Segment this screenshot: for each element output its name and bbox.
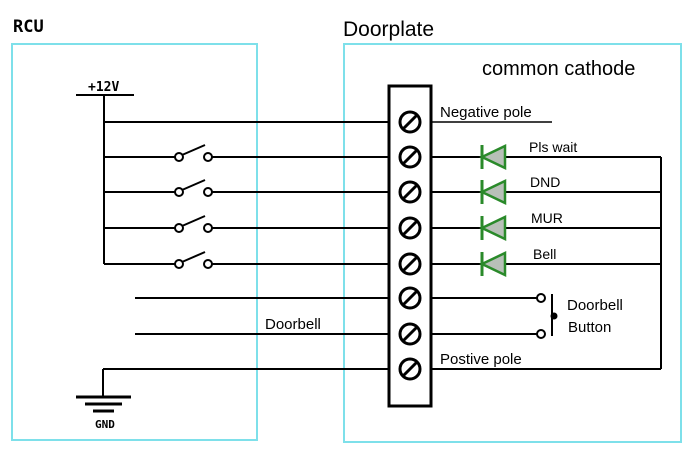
led-mur-icon	[479, 215, 507, 241]
led-bell-icon	[479, 251, 507, 277]
negative-pole-label: Negative pole	[440, 104, 532, 121]
doorbell-button-label-2: Button	[568, 319, 611, 336]
terminal-screw-2	[398, 145, 422, 169]
led-label-mur: MUR	[531, 210, 563, 226]
led-row-bell: Bell	[431, 246, 661, 277]
switch-row-1	[104, 144, 389, 162]
led-row-mur: MUR	[431, 210, 661, 241]
terminal-screw-6	[398, 286, 422, 310]
doorbell-wire-label: Doorbell	[265, 316, 321, 333]
positive-pole-label: Postive pole	[440, 351, 522, 368]
ground-label: GND	[95, 418, 115, 431]
rcu-box	[11, 43, 258, 441]
led-row-pls-wait: Pls wait	[431, 139, 661, 170]
supply-label: +12V	[88, 80, 119, 95]
led-dnd-icon	[479, 179, 507, 205]
terminal-block	[387, 84, 433, 408]
led-pls-wait-icon	[479, 144, 507, 170]
doorbell-button	[431, 293, 558, 339]
doorplate-title: Doorplate	[343, 18, 434, 41]
led-label-bell: Bell	[533, 246, 556, 262]
led-label-pls-wait: Pls wait	[529, 139, 577, 155]
switch-row-2	[104, 179, 389, 197]
terminal-screw-1	[398, 110, 422, 134]
terminal-screw-4	[398, 216, 422, 240]
terminal-screw-3	[398, 180, 422, 204]
rcu-title: RCU	[13, 17, 44, 37]
terminal-screw-8	[398, 357, 422, 381]
switch-row-3	[104, 215, 389, 233]
terminal-screw-5	[398, 252, 422, 276]
switch-row-4	[104, 251, 389, 269]
led-row-dnd: DND	[431, 174, 661, 205]
common-cathode-label: common cathode	[482, 58, 635, 80]
doorbell-button-label-1: Doorbell	[567, 297, 623, 314]
doorplate-box	[343, 43, 682, 443]
led-label-dnd: DND	[530, 174, 560, 190]
terminal-screw-7	[398, 322, 422, 346]
ground-symbol	[76, 395, 131, 413]
